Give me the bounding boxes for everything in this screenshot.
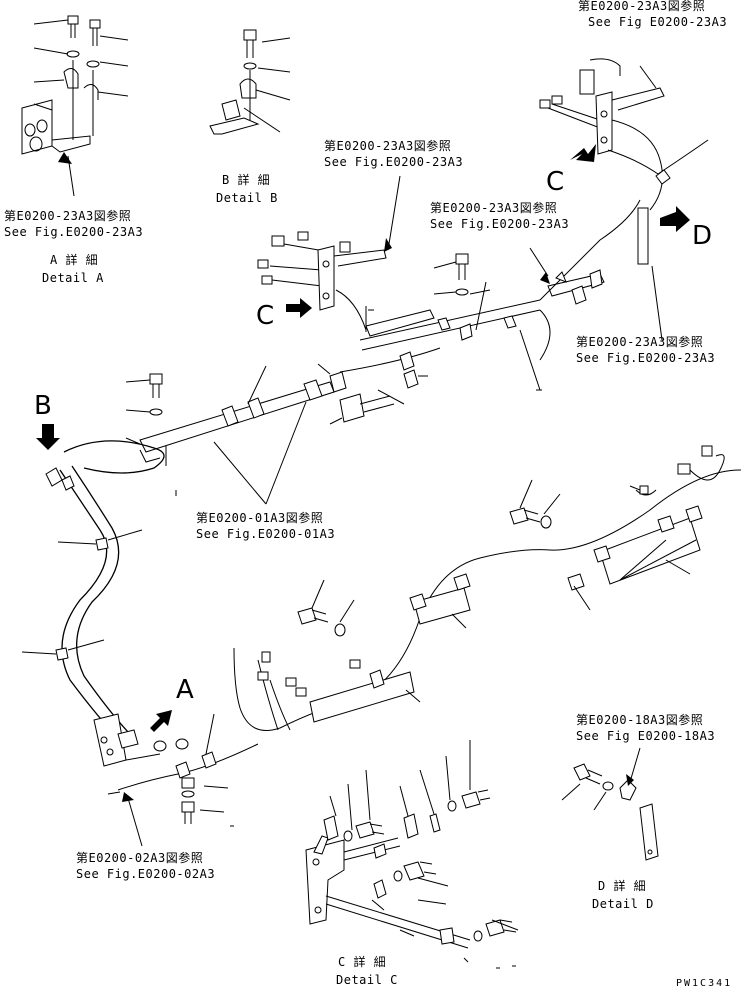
view-d-arrow [660, 206, 690, 232]
detail-b-title-jp: B 詳 細 [222, 172, 270, 187]
view-a-arrow [150, 710, 172, 732]
view-d-bracket [637, 207, 663, 341]
detail-d-ref-en: See Fig E0200-18A3 [576, 729, 715, 743]
center-bolt [433, 253, 469, 296]
detail-b-drawing [209, 29, 291, 135]
detail-b-title-en: Detail B [216, 191, 278, 205]
upper-right-bracket [539, 58, 709, 211]
detail-a-ref-en: See Fig.E0200-23A3 [4, 225, 143, 239]
lower-ref-jp: 第E0200-02A3図参照 [76, 850, 203, 865]
detail-c-title-jp: C 詳 細 [338, 954, 386, 969]
center-ref2-jp: 第E0200-23A3図参照 [430, 200, 557, 215]
detail-d-ref-jp: 第E0200-18A3図参照 [576, 712, 703, 727]
ref3-leader-a [213, 441, 267, 505]
center-ref1-en: See Fig.E0200-23A3 [324, 155, 463, 169]
view-c-upper-letter: C [546, 167, 564, 197]
view-c-upper-arrow [570, 144, 596, 162]
center-ref2-en: See Fig.E0200-23A3 [430, 217, 569, 231]
ref3-leader-b [265, 401, 307, 505]
detail-a-title-en: Detail A [42, 271, 104, 285]
upper-right-ref-en: See Fig E0200-23A3 [588, 15, 727, 29]
detail-c-drawing [305, 740, 519, 969]
drawing-code: PW1C341 [676, 978, 732, 989]
central-harness [257, 175, 641, 425]
center-ref3-en: See Fig.E0200-01A3 [196, 527, 335, 541]
view-d-letter: D [692, 221, 712, 251]
center-ref3-jp: 第E0200-01A3図参照 [196, 510, 323, 525]
detail-a-ref-jp: 第E0200-23A3図参照 [4, 208, 131, 223]
view-d-ref-en: See Fig.E0200-23A3 [576, 351, 715, 365]
view-d-ref-jp: 第E0200-23A3図参照 [576, 334, 703, 349]
detail-d-drawing [561, 747, 659, 861]
left-harness [21, 363, 347, 741]
lower-harness [233, 445, 741, 731]
detail-a-title-jp: A 詳 細 [50, 252, 98, 267]
view-c-center-letter: C [256, 301, 274, 331]
view-b-letter: B [34, 391, 52, 421]
view-a-letter: A [176, 675, 194, 705]
detail-c-title-en: Detail C [336, 973, 398, 987]
center-ref1-jp: 第E0200-23A3図参照 [324, 138, 451, 153]
lower-left-bracket [93, 713, 259, 847]
lower-ref-en: See Fig.E0200-02A3 [76, 867, 215, 881]
upper-right-ref-jp: 第E0200-23A3図参照 [578, 0, 705, 13]
view-b-arrow [36, 424, 60, 450]
detail-d-title-en: Detail D [592, 897, 654, 911]
detail-a-drawing [21, 15, 129, 197]
detail-d-title-jp: D 詳 細 [598, 878, 646, 893]
view-c-center-arrow [286, 298, 312, 318]
